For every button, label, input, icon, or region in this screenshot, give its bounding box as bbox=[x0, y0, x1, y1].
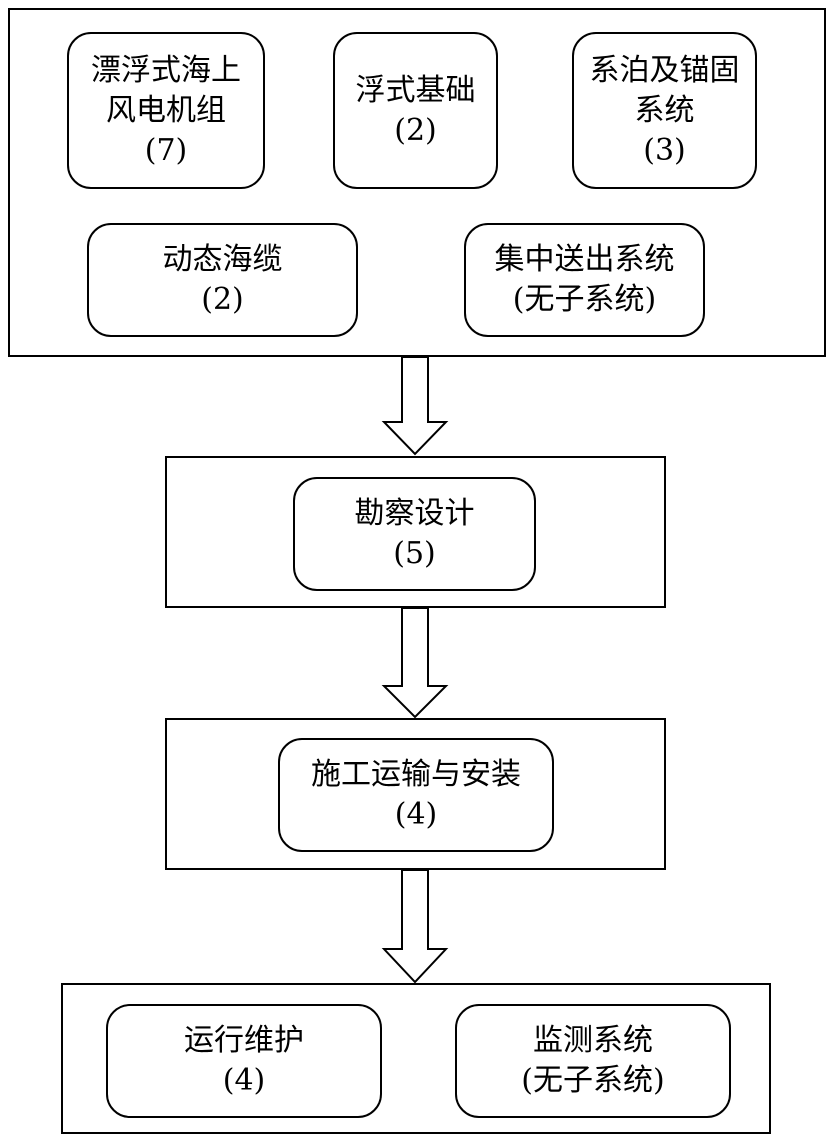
arrow-down-icon bbox=[381, 356, 449, 456]
node-note: (无子系统) bbox=[521, 1063, 665, 1098]
export-system-node: 集中送出系统 (无子系统) bbox=[464, 223, 705, 337]
node-label: 勘察设计 bbox=[354, 496, 475, 531]
node-note: (无子系统) bbox=[512, 282, 657, 317]
node-count: (4) bbox=[394, 797, 438, 832]
node-label: 运行维护 bbox=[184, 1023, 304, 1058]
node-label: 风电机组 bbox=[106, 92, 226, 128]
node-count: (3) bbox=[643, 132, 686, 168]
node-label: 系泊及锚固 bbox=[589, 52, 740, 88]
node-label: 系统 bbox=[634, 92, 695, 128]
node-count: (5) bbox=[393, 536, 436, 571]
node-count: (4) bbox=[222, 1063, 266, 1098]
mooring-anchoring-node: 系泊及锚固 系统 (3) bbox=[572, 32, 757, 189]
operation-maintenance-node: 运行维护 (4) bbox=[106, 1004, 382, 1118]
monitoring-system-node: 监测系统 (无子系统) bbox=[455, 1004, 731, 1118]
node-count: (7) bbox=[144, 132, 188, 168]
node-label: 监测系统 bbox=[533, 1023, 653, 1058]
survey-design-node: 勘察设计 (5) bbox=[293, 477, 536, 591]
node-label: 漂浮式海上 bbox=[91, 52, 241, 88]
construction-installation-node: 施工运输与安装 (4) bbox=[278, 738, 554, 852]
node-count: (2) bbox=[201, 282, 244, 317]
arrow-down-icon bbox=[381, 869, 449, 984]
node-label: 施工运输与安装 bbox=[311, 757, 521, 792]
arrow-down-icon bbox=[381, 607, 449, 719]
node-label: 浮式基础 bbox=[355, 72, 476, 108]
floating-foundation-node: 浮式基础 (2) bbox=[333, 32, 498, 189]
node-label: 集中送出系统 bbox=[494, 242, 675, 277]
node-label: 动态海缆 bbox=[162, 242, 283, 277]
wind-turbine-node: 漂浮式海上 风电机组 (7) bbox=[67, 32, 265, 189]
node-count: (2) bbox=[394, 112, 437, 148]
dynamic-cable-node: 动态海缆 (2) bbox=[87, 223, 358, 337]
